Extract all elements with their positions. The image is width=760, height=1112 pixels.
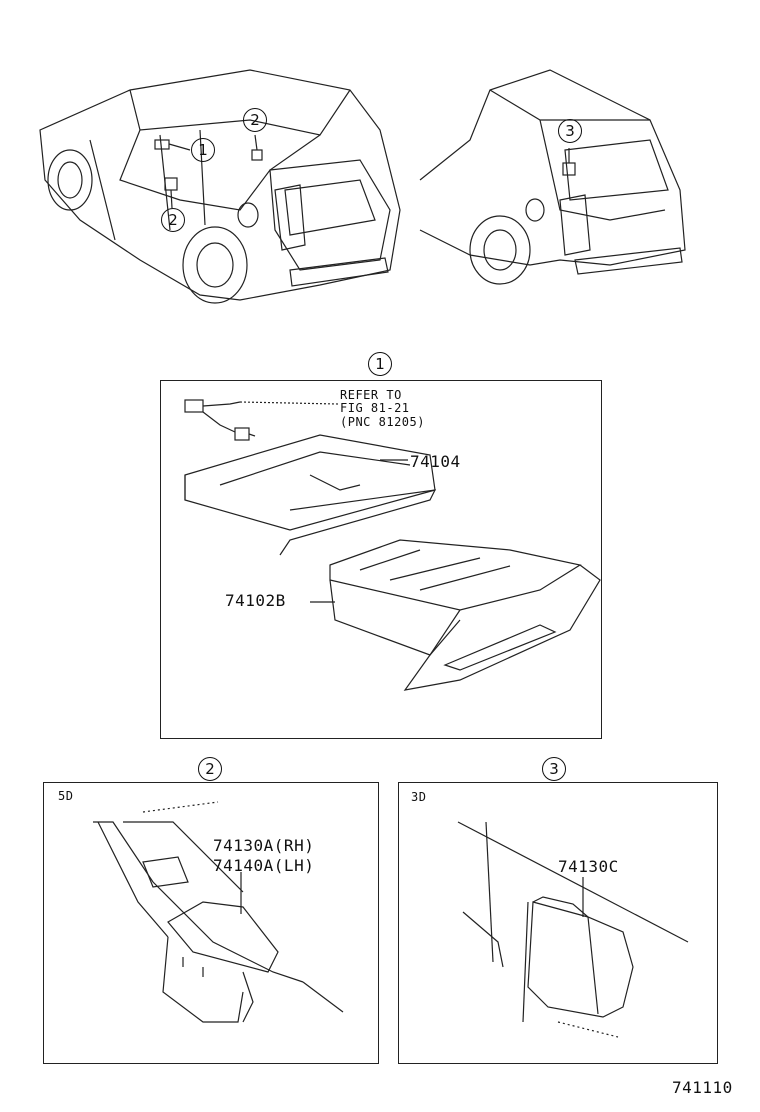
- glove-box-assembly: [184, 399, 601, 691]
- refer-line-1: REFER TO: [340, 388, 402, 402]
- variant-3d-label: 3D: [411, 790, 427, 804]
- rear-ash-receptacle-5d: [93, 801, 344, 1023]
- panel-2-frame: [43, 782, 379, 1064]
- refer-line-2[interactable]: FIG 81-21: [340, 401, 410, 415]
- part-number-74104[interactable]: 74104: [410, 452, 461, 471]
- variant-5d-label: 5D: [58, 789, 74, 803]
- panel-3-frame: [398, 782, 718, 1064]
- panel-1-frame: [160, 380, 602, 739]
- rear-ash-receptacle-3d: [457, 821, 689, 1038]
- panel-1-title: 1: [368, 352, 392, 376]
- callout-2-lower-vehicle-5d[interactable]: 2: [161, 208, 185, 232]
- part-number-74130a-rh[interactable]: 74130A(RH): [213, 836, 315, 855]
- part-number-74130c[interactable]: 74130C: [558, 857, 619, 876]
- callout-3-vehicle-3d[interactable]: 3: [558, 119, 582, 143]
- vehicle-5d-overview: [39, 69, 401, 304]
- figure-number: 741110: [672, 1078, 733, 1097]
- part-number-74140a-lh[interactable]: 74140A(LH): [213, 856, 315, 875]
- callout-1-vehicle-5d[interactable]: 1: [191, 138, 215, 162]
- vehicle-3d-overview: [419, 69, 686, 285]
- callout-2-upper-vehicle-5d[interactable]: 2: [243, 108, 267, 132]
- part-number-74102b[interactable]: 74102B: [225, 591, 286, 610]
- refer-line-3: (PNC 81205): [340, 415, 425, 429]
- panel-2-title: 2: [198, 757, 222, 781]
- panel-3-title: 3: [542, 757, 566, 781]
